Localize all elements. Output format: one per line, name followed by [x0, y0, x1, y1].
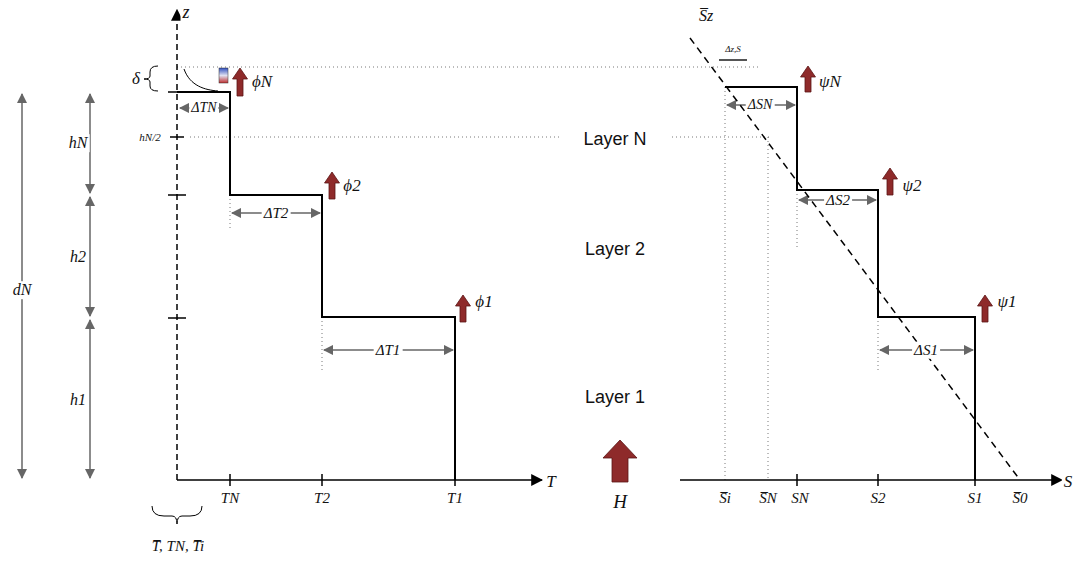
math-label: H [611, 492, 629, 513]
math-label: ψN [817, 73, 843, 92]
layer-label: Layer N [581, 130, 648, 150]
math-label: ΔS1 [912, 342, 940, 359]
boundary-layer-leader [184, 69, 218, 91]
math-label: Δz,S [723, 45, 743, 55]
math-label: ϕ1 [473, 293, 494, 312]
math-label: T1 [445, 490, 465, 507]
flux-arrow [456, 295, 471, 322]
salinity-profile [725, 87, 975, 480]
math-label: ΔTN [189, 100, 218, 115]
math-label: T2 [312, 490, 332, 507]
math-label: S̅0 [1011, 490, 1030, 507]
math-label: S1 [966, 490, 985, 507]
temperature-profile [177, 92, 455, 480]
flux-arrow [233, 68, 248, 96]
math-label: ϕN [250, 73, 274, 92]
flux-arrow [801, 66, 816, 92]
math-label: ψ1 [995, 293, 1018, 312]
z-axis [176, 10, 178, 480]
math-label: S̅z [697, 7, 715, 25]
colorbar-icon [219, 68, 228, 83]
s-axis [680, 479, 1062, 481]
math-label: ΔSN [746, 97, 775, 112]
layer-label: Layer 2 [583, 240, 647, 260]
math-label: z [180, 3, 191, 23]
flux-arrows [233, 66, 993, 482]
guide-lines [177, 67, 878, 480]
math-label: S [1062, 473, 1075, 492]
flux-arrow [603, 440, 637, 482]
delta-brace [144, 66, 158, 91]
math-label: T̅, TN, T̅i [150, 538, 206, 555]
math-label: δ [130, 70, 142, 89]
math-label: h1 [68, 391, 88, 409]
math-label: ΔT1 [374, 342, 403, 359]
t-axis [177, 479, 542, 481]
math-label: S̅i [717, 490, 733, 507]
math-label: ψ2 [900, 177, 923, 196]
math-label: ϕ2 [341, 177, 362, 196]
interface-mark [719, 59, 747, 61]
math-label: SN [789, 490, 811, 507]
math-label: T [544, 473, 557, 492]
flux-arrow [325, 172, 340, 199]
math-label: ΔS2 [824, 192, 852, 209]
axis-ticks [168, 92, 975, 486]
math-label: ΔT2 [262, 205, 291, 222]
math-label: hN [67, 134, 90, 152]
math-label: TN [219, 490, 241, 507]
math-label: dN [11, 281, 34, 299]
mean-gradient-line [690, 38, 1020, 480]
math-label: hN/2 [137, 131, 162, 143]
flux-arrow [883, 168, 898, 195]
layer-label: Layer 1 [583, 388, 647, 408]
math-label: S2 [869, 490, 888, 507]
math-label: S̅N [757, 490, 779, 507]
math-label: h2 [68, 248, 88, 266]
flux-arrow [978, 295, 993, 322]
bottom-brace [152, 506, 202, 524]
dimension-arrows [22, 94, 973, 478]
